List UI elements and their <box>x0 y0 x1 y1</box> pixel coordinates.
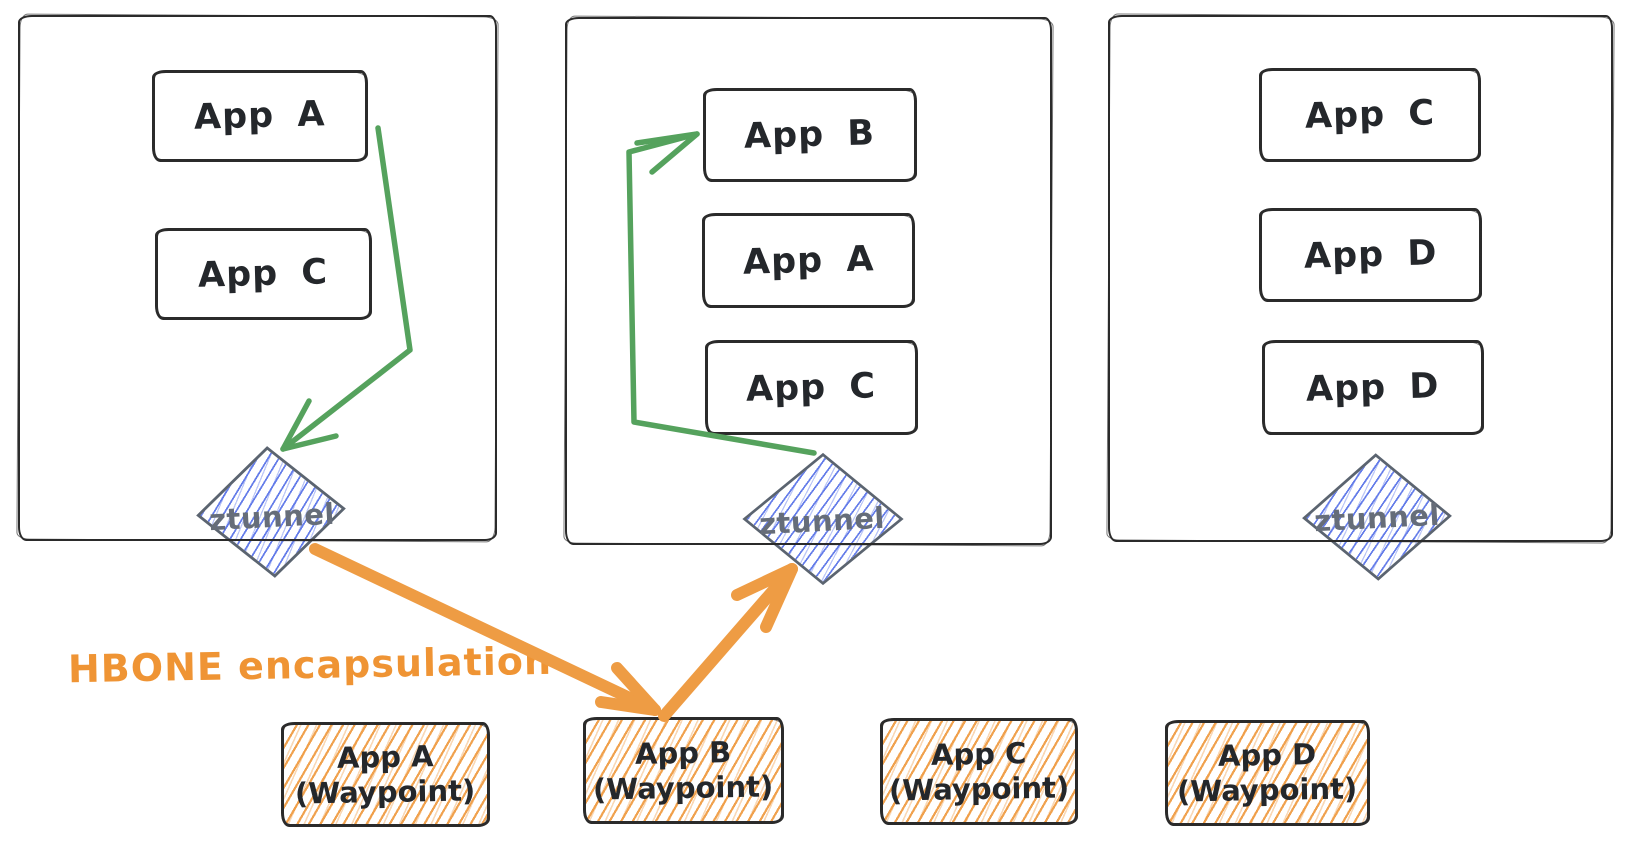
waypoint-app-name: App C <box>931 735 1027 772</box>
node-3-app-box: App C <box>1259 68 1481 162</box>
app-label: App D <box>1303 233 1438 277</box>
waypoint-role: (Waypoint) <box>295 772 476 811</box>
node-2-box <box>565 17 1052 545</box>
app-label: App C <box>197 252 330 296</box>
waypoint-box-app-c: App C (Waypoint) <box>880 718 1078 825</box>
app-label: App B <box>743 113 877 157</box>
waypoint-app-name: App B <box>635 734 732 771</box>
waypoint-role: (Waypoint) <box>888 769 1070 808</box>
waypoint-box-app-b: App B (Waypoint) <box>583 717 784 824</box>
node-3-box <box>1108 15 1613 542</box>
app-label: App C <box>745 365 878 410</box>
app-label: App D <box>1305 365 1441 410</box>
node-1-app-box: App A <box>152 70 368 162</box>
waypoint-role: (Waypoint) <box>1177 771 1358 809</box>
node-2-app-box: App B <box>703 88 917 182</box>
node-1-app-box: App C <box>155 228 372 320</box>
hbone-encapsulation-label: HBONE encapsulation <box>67 638 553 692</box>
node-2-app-box: App C <box>705 340 918 435</box>
waypoint-app-name: App D <box>1218 737 1317 774</box>
app-label: App A <box>742 238 875 283</box>
waypoint-app-name: App A <box>336 738 435 775</box>
orange-arrow-waypointB-to-ztunnel <box>658 563 798 722</box>
node-3-app-box: App D <box>1259 208 1482 302</box>
app-label: App C <box>1304 93 1436 137</box>
waypoint-box-app-a: App A (Waypoint) <box>281 722 490 827</box>
node-2-app-box: App A <box>702 213 915 308</box>
app-label: App A <box>193 94 327 138</box>
waypoint-box-app-d: App D (Waypoint) <box>1165 720 1370 826</box>
node-1-box <box>18 15 497 541</box>
node-3-app-box: App D <box>1262 340 1484 435</box>
waypoint-role: (Waypoint) <box>593 768 774 807</box>
